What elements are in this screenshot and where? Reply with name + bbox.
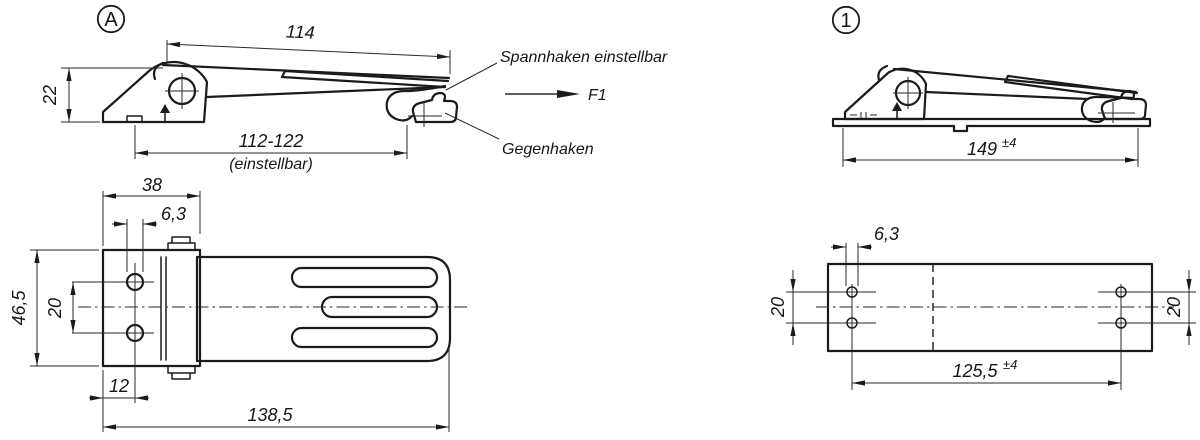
adjust-pin-tip — [160, 104, 170, 113]
dim-text-20-right: 20 — [1164, 297, 1184, 318]
dimension-149: 149 ±4 — [842, 128, 1139, 167]
dimension-46-5: 46,5 — [9, 249, 99, 367]
view-marker-circle — [831, 5, 861, 35]
view-1-top: 6,3 20 20 125,5 ±4 — [768, 224, 1196, 390]
dimension-38: 38 — [102, 175, 201, 246]
lever-rolled-end — [877, 64, 889, 82]
ext-line — [102, 191, 201, 246]
dimension-112-122: 112-122 (einstellbar) — [134, 125, 408, 173]
dim-tol-125-5: ±4 — [1003, 357, 1017, 372]
dimension-22: 22 — [40, 67, 163, 123]
lever-rolled-end — [152, 61, 165, 81]
latch-bracket-outline — [101, 60, 209, 124]
counter-hook — [1100, 89, 1148, 121]
dimension-20-right: 20 — [1164, 270, 1192, 345]
pivot-crosshair — [165, 73, 199, 109]
view-marker-label: 1 — [840, 10, 851, 32]
force-arrow-head — [557, 90, 580, 98]
leader-line-spannhaken — [445, 62, 498, 91]
dimension-20-left: 20 — [768, 270, 796, 345]
dim-text-138-5: 138,5 — [247, 405, 293, 425]
dimension-6-3: 6,3 — [112, 204, 186, 272]
dimension-138-5: 138,5 — [103, 348, 450, 432]
slot — [290, 266, 439, 289]
dimension-125-5: 125,5 ±4 — [852, 357, 1121, 386]
view-marker-circle — [96, 4, 126, 34]
dimension-6-3: 6,3 — [831, 224, 899, 286]
dim-tol-149: ±4 — [1002, 135, 1016, 150]
counter-hook-centermarks — [408, 103, 442, 127]
dim-text-6-3: 6,3 — [161, 204, 186, 224]
dim-text-6-3: 6,3 — [874, 224, 899, 244]
dim-line — [166, 41, 451, 60]
ext-line — [30, 249, 99, 367]
dim-text-125-5: 125,5 — [952, 361, 998, 381]
view-a-top: 38 6,3 46,5 20 12 — [9, 175, 468, 432]
label-spannhaken: Spannhaken einstellbar — [500, 49, 668, 66]
view-a-side: A 22 114 112-122 (ei — [40, 4, 668, 173]
hole-center-lines — [786, 284, 1196, 390]
ext-line — [61, 67, 163, 123]
dim-text-46-5: 46,5 — [9, 290, 29, 326]
hinge-pin-lines — [160, 256, 167, 361]
strap — [195, 255, 452, 363]
base-hole-section — [126, 115, 143, 123]
mounting-plate — [101, 248, 202, 368]
adjust-pin-tip — [892, 102, 902, 111]
dim-text-20: 20 — [45, 298, 65, 319]
dim-text-149: 149 — [967, 139, 997, 159]
hook-bail — [385, 84, 447, 122]
lever-bottom-edge — [205, 85, 447, 99]
force-arrow-f1: F1 — [505, 87, 607, 104]
ext-line — [126, 219, 144, 272]
dimension-12: 12 — [89, 370, 149, 432]
dimension-114: 114 — [166, 21, 451, 74]
dim-text-112-122: 112-122 — [239, 131, 304, 151]
hook-bail — [1080, 95, 1134, 124]
dim-text-20-left: 20 — [768, 297, 788, 318]
view-marker-label: A — [104, 9, 118, 31]
dim-text-114: 114 — [285, 21, 315, 42]
hinge-tabs — [167, 236, 196, 380]
dim-note-einstellbar: (einstellbar) — [229, 156, 313, 173]
hook-strip — [280, 69, 450, 89]
dimension-20: 20 — [45, 282, 76, 333]
pivot-crosshair — [893, 77, 923, 109]
hole-center-lines — [72, 263, 154, 403]
base-hole-marks — [850, 112, 877, 119]
leader-line-gegenhaken — [444, 112, 500, 140]
counter-hook — [411, 91, 459, 124]
label-f1: F1 — [588, 87, 607, 104]
label-gegenhaken: Gegenhaken — [502, 141, 594, 158]
lever-bottom-edge — [924, 90, 1090, 101]
base-strip — [831, 117, 1152, 133]
dim-text-38: 38 — [142, 175, 162, 195]
dim-text-22: 22 — [40, 85, 60, 106]
ext-line — [845, 243, 859, 286]
ext-line — [166, 40, 451, 74]
latch-bracket-outline — [843, 67, 928, 121]
slot — [290, 326, 439, 349]
dim-text-12: 12 — [109, 376, 129, 396]
view-1-side: 1 149 ±4 — [831, 5, 1152, 167]
counter-hook-centermarks — [1098, 102, 1135, 123]
